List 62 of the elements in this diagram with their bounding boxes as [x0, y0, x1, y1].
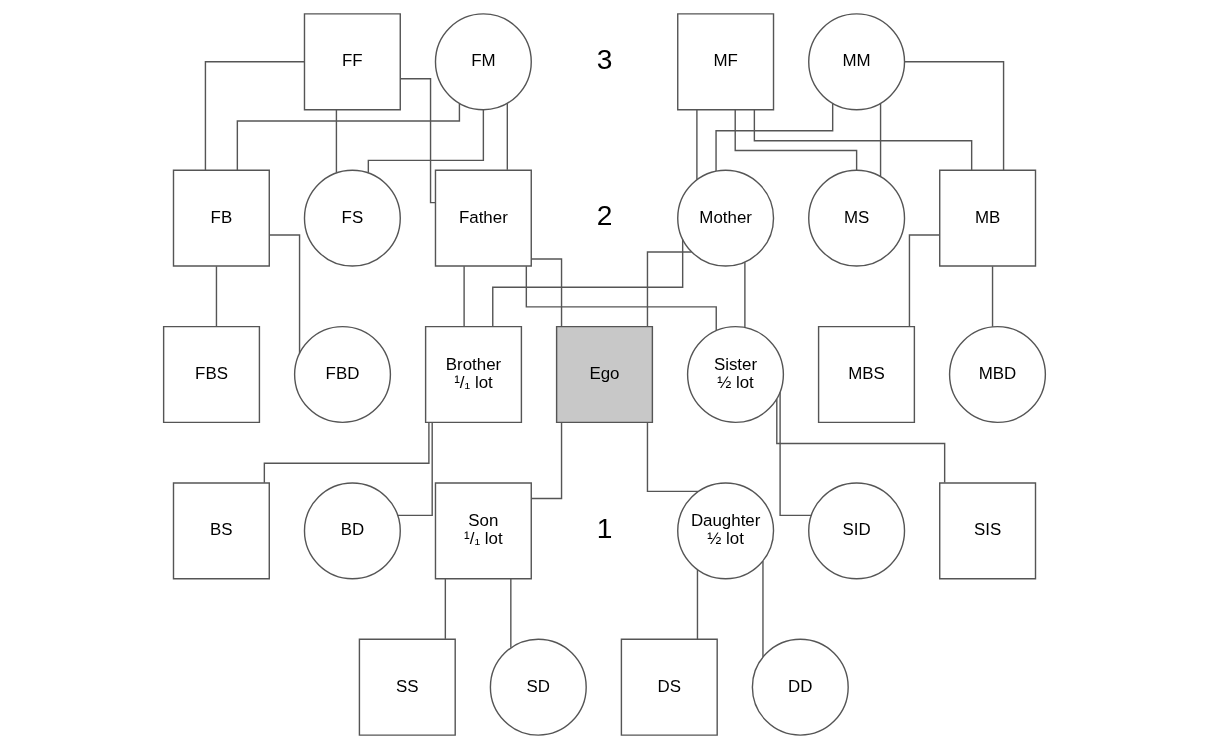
node-box: BS: [172, 482, 270, 580]
connector: [236, 102, 460, 171]
node-box: SIS: [938, 482, 1036, 580]
connector: [525, 265, 717, 332]
node-circle: SD: [489, 638, 587, 736]
node-circle: SID: [807, 482, 905, 580]
node-circle: Mother: [676, 169, 774, 267]
node-circle: FS: [303, 169, 401, 267]
connector: [761, 560, 764, 658]
connector: [204, 61, 305, 171]
connector: [399, 78, 436, 204]
connector: [462, 265, 465, 327]
node-box: SS: [358, 638, 456, 736]
connector: [444, 578, 446, 640]
connector: [506, 102, 508, 171]
node-circle: FBD: [293, 325, 391, 424]
node-circle: MM: [807, 13, 905, 111]
connector: [530, 421, 562, 500]
node-box: Ego: [555, 325, 653, 424]
node-box: DS: [620, 638, 718, 736]
connector: [879, 102, 881, 178]
connector: [991, 265, 993, 328]
node-box: MF: [676, 13, 774, 111]
node-box: MB: [938, 169, 1036, 267]
node-box: FB: [172, 169, 270, 267]
node-circle: DD: [751, 638, 849, 736]
connector: [396, 421, 433, 517]
connector: [714, 102, 833, 172]
connector: [743, 261, 746, 328]
node-circle: Daughter ½ lot: [676, 482, 774, 580]
node-circle: FM: [434, 13, 532, 111]
node-box: FF: [303, 13, 401, 111]
connector: [530, 258, 562, 327]
connector: [263, 421, 430, 484]
connector: [695, 109, 698, 181]
node-box: Father: [434, 169, 532, 267]
connector: [696, 569, 698, 640]
connector: [335, 109, 337, 174]
connector: [268, 234, 300, 355]
node-box: Son ¹/₁ lot: [434, 482, 532, 580]
connector: [908, 234, 940, 328]
connector: [753, 109, 972, 171]
node-circle: MBD: [948, 325, 1046, 424]
connector: [903, 61, 1004, 171]
node-circle: MS: [807, 169, 905, 267]
connector: [734, 109, 857, 171]
node-box: Brother ¹/₁ lot: [424, 325, 522, 424]
connector: [367, 109, 484, 174]
connector: [775, 398, 945, 484]
connector: [215, 265, 217, 327]
connector: [778, 391, 812, 517]
node-box: FBS: [162, 325, 260, 424]
connector: [646, 251, 692, 327]
connector: [646, 422, 699, 493]
node-circle: Sister ½ lot: [686, 325, 784, 424]
connector: [509, 578, 512, 649]
node-box: MBS: [817, 325, 915, 424]
connector: [491, 238, 683, 327]
node-circle: BD: [303, 482, 401, 580]
label: 1: [596, 511, 612, 544]
label: 3: [596, 42, 612, 75]
label: 2: [596, 199, 612, 232]
